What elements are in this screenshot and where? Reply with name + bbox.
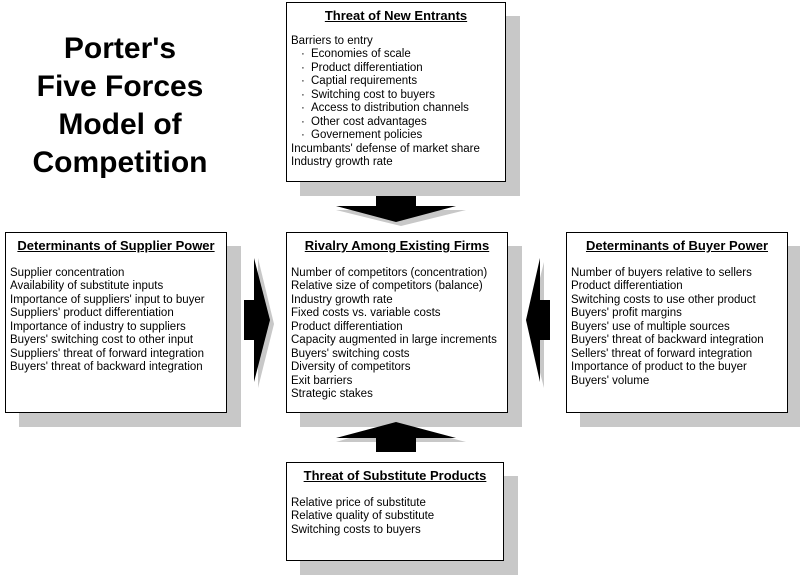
new-entrants-header: Threat of New Entrants [324,8,468,23]
list-item: ·Switching cost to buyers [301,88,436,101]
substitutes-header: Threat of Substitute Products [303,468,487,483]
new-entrants-box: Threat of New Entrants Barriers to entry… [286,2,506,182]
title-line: Porter's [63,32,177,65]
supplier-power-header: Determinants of Supplier Power [17,238,215,253]
list-item: Switching costs to use other product [571,293,756,306]
list-item: Switching costs to buyers [291,523,421,536]
down-arrow-icon [336,196,466,226]
title-line: Five Forces [36,70,204,103]
list-item: Importance of product to the buyer [571,361,747,373]
list-item: ·Governement policies [301,129,423,141]
list-item: ·Product differentiation [301,61,423,74]
buyer-power-header: Determinants of Buyer Power [585,238,769,253]
list-item: Number of competitors (concentration) [291,266,488,279]
list-item: Buyers' use of multiple sources [571,320,730,333]
left-arrow-icon [526,258,550,388]
list-item: ·Other cost advantages [301,115,427,128]
list-item: Relative quality of substitute [291,510,435,522]
list-item: Buyers' switching costs [291,347,410,360]
list-item: ·Access to distribution channels [301,102,469,114]
rivalry-header: Rivalry Among Existing Firms [304,238,490,253]
list-item: Relative price of substitute [291,496,426,509]
list-item: Product differentiation [291,320,403,333]
list-item: Importance of industry to suppliers [10,320,186,333]
list-item: Buyers' threat of backward integration [10,361,203,373]
rivalry-box: Rivalry Among Existing Firms Number of c… [286,232,508,413]
substitutes-list: Relative price of substitute Relative qu… [287,497,503,538]
list-item: ·Captial requirements [301,75,418,87]
buyer-power-box: Determinants of Buyer Power Number of bu… [566,232,788,413]
list-item: Strategic stakes [291,388,373,400]
supplier-power-box: Determinants of Supplier Power Supplier … [5,232,227,413]
new-entrants-list: Barriers to entry ·Economies of scale ·P… [287,35,505,170]
list-item: Fixed costs vs. variable costs [291,307,441,319]
list-item: Industry growth rate [291,293,393,306]
supplier-power-list: Supplier concentration Availability of s… [6,267,226,375]
list-item: Incumbants' defense of market share [291,142,480,155]
list-item: Buyers' profit margins [571,307,682,319]
list-item: Importance of suppliers' input to buyer [10,293,205,306]
list-item: Buyers' threat of backward integration [571,334,764,346]
list-item: Barriers to entry [291,34,373,47]
list-item: Exit barriers [291,374,353,387]
up-arrow-icon [336,422,466,452]
title-line: Model of [58,108,182,141]
list-item: Availability of substitute inputs [10,280,164,292]
list-item: Product differentiation [571,280,683,292]
list-item: Industry growth rate [291,156,393,168]
right-arrow-icon [244,258,274,388]
diagram-title: Porter's Five Forces Model of Competitio… [20,30,220,182]
list-item: Supplier concentration [10,266,125,279]
list-item: Buyers' volume [571,374,650,387]
list-item: Diversity of competitors [291,361,411,373]
list-item: Relative size of competitors (balance) [291,280,483,292]
title-line: Competition [32,146,208,179]
list-item: Suppliers' threat of forward integration [10,347,204,360]
list-item: Suppliers' product differentiation [10,307,174,319]
list-item: ·Economies of scale [301,48,411,60]
list-item: Number of buyers relative to sellers [571,266,752,279]
list-item: Buyers' switching cost to other input [10,334,194,346]
rivalry-list: Number of competitors (concentration) Re… [287,267,507,402]
list-item: Sellers' threat of forward integration [571,347,753,360]
list-item: Capacity augmented in large increments [291,334,497,346]
buyer-power-list: Number of buyers relative to sellers Pro… [567,267,787,389]
substitutes-box: Threat of Substitute Products Relative p… [286,462,504,561]
